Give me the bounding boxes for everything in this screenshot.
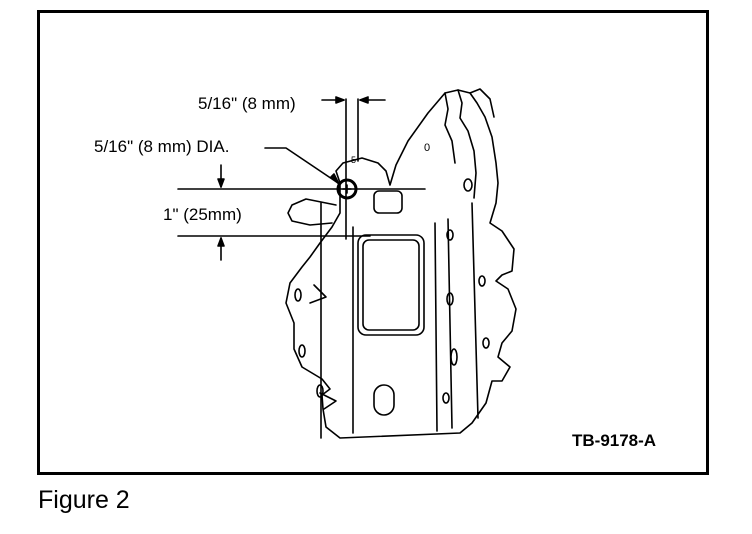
bracket-drawing: 0 5 bbox=[177, 88, 517, 439]
side-hole bbox=[446, 292, 454, 306]
left-arm bbox=[287, 198, 337, 226]
side-hole bbox=[294, 288, 302, 302]
side-hole bbox=[450, 348, 458, 366]
lower-slot bbox=[373, 384, 395, 416]
flange-tab bbox=[469, 88, 495, 118]
reference-code: TB-9178-A bbox=[572, 431, 657, 450]
side-hole bbox=[446, 229, 454, 241]
channel-window bbox=[357, 234, 425, 336]
side-hole bbox=[442, 392, 450, 404]
side-hole bbox=[298, 344, 306, 358]
part-marking-0: 0 bbox=[424, 142, 430, 154]
side-hole bbox=[463, 178, 473, 192]
channel-window-inner bbox=[362, 239, 420, 331]
part-marking-5: 5 bbox=[351, 155, 356, 165]
flange-fold-inner bbox=[444, 92, 456, 164]
side-hole bbox=[316, 384, 324, 398]
side-hole bbox=[478, 275, 486, 287]
side-tab bbox=[319, 392, 337, 410]
figure-frame: 0 5 5/16" (8 mm) 5/16" (8 mm) DIA. 1" (2… bbox=[37, 10, 709, 475]
hole-diameter-label: 5/16" (8 mm) DIA. bbox=[94, 137, 230, 156]
side-tab bbox=[309, 284, 327, 304]
side-hole bbox=[482, 337, 490, 349]
channel-rib-right bbox=[447, 218, 453, 429]
boss bbox=[373, 190, 403, 214]
channel-rib-mid bbox=[434, 222, 438, 432]
flange-fold bbox=[457, 89, 477, 199]
bracket-outline bbox=[285, 89, 517, 439]
offset-dimension-label: 1" (25mm) bbox=[163, 205, 242, 224]
width-dimension-label: 5/16" (8 mm) bbox=[198, 94, 296, 113]
channel-rib-outer bbox=[471, 202, 479, 419]
figure-caption: Figure 2 bbox=[38, 486, 130, 514]
